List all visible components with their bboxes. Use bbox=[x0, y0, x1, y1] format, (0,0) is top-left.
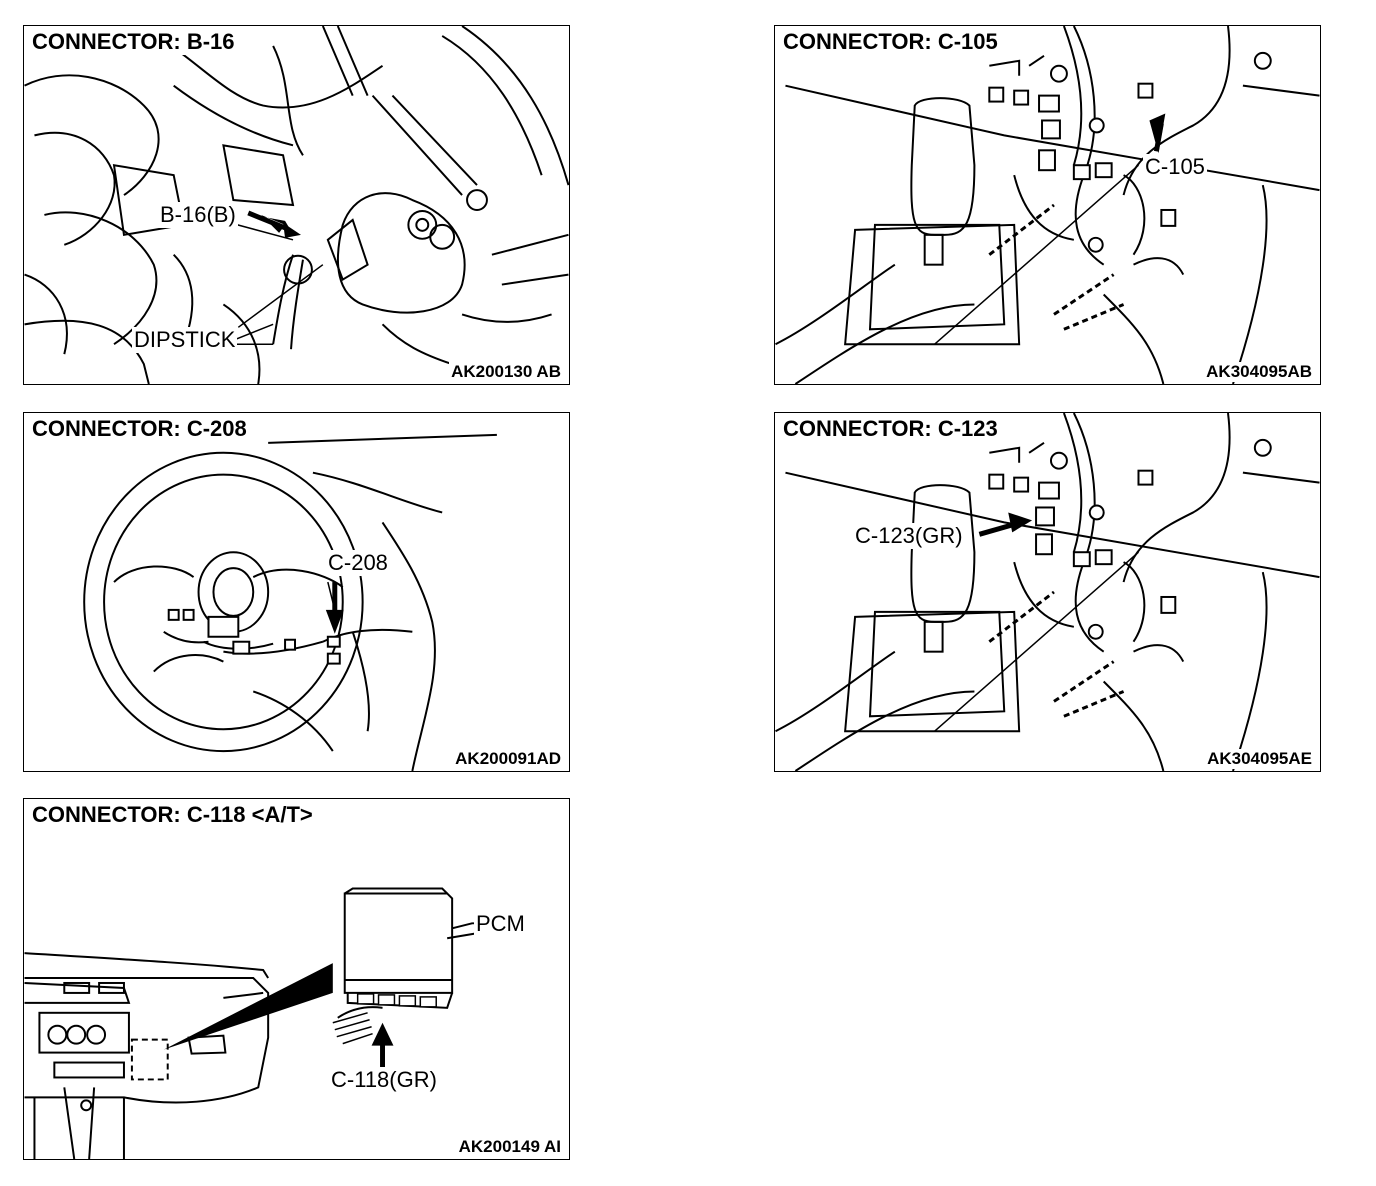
pcm-label: PCM bbox=[474, 911, 527, 937]
connector-callout-label: C-105 bbox=[1143, 154, 1207, 180]
figure-code: AK304095AB bbox=[1204, 362, 1314, 382]
figure-code: AK200149 AI bbox=[456, 1137, 563, 1157]
panel-title: CONNECTOR: C-208 bbox=[32, 416, 250, 442]
panel-title: CONNECTOR: C-105 bbox=[783, 29, 1001, 55]
steering-wheel-illustration bbox=[83, 433, 497, 771]
panel-connector-c123: CONNECTOR: C-123 C-123(GR) AK304095AE bbox=[774, 412, 1321, 772]
connector-callout-label: C-208 bbox=[326, 550, 390, 576]
engine-bay-illustration bbox=[24, 26, 569, 384]
panel-title: CONNECTOR: B-16 bbox=[32, 29, 238, 55]
panel-connector-c208: CONNECTOR: C-208 C-208 AK200091AD bbox=[23, 412, 570, 772]
figure-code: AK200091AD bbox=[453, 749, 563, 769]
connector-callout-label: B-16(B) bbox=[158, 202, 238, 228]
connector-callout-label: C-118(GR) bbox=[329, 1067, 439, 1093]
connector-callout-label: C-123(GR) bbox=[853, 523, 965, 549]
panel-connector-c105: CONNECTOR: C-105 C-105 AK304095AB bbox=[774, 25, 1321, 385]
panel-title: CONNECTOR: C-118 <A/T> bbox=[32, 802, 316, 828]
dashboard-pcm-illustration bbox=[24, 887, 482, 1159]
figure-code: AK304095AE bbox=[1205, 749, 1314, 769]
console-illustration bbox=[775, 26, 1320, 384]
figure-code: AK200130 AB bbox=[449, 362, 563, 382]
console-illustration bbox=[775, 413, 1320, 771]
panel-title: CONNECTOR: C-123 bbox=[783, 416, 1001, 442]
dipstick-label: DIPSTICK bbox=[132, 327, 238, 353]
panel-connector-c118: CONNECTOR: C-118 <A/T> PCM C-118(GR) AK2… bbox=[23, 798, 570, 1160]
panel-connector-b16: CONNECTOR: B-16 B-16(B) DIPSTICK AK20013… bbox=[23, 25, 570, 385]
